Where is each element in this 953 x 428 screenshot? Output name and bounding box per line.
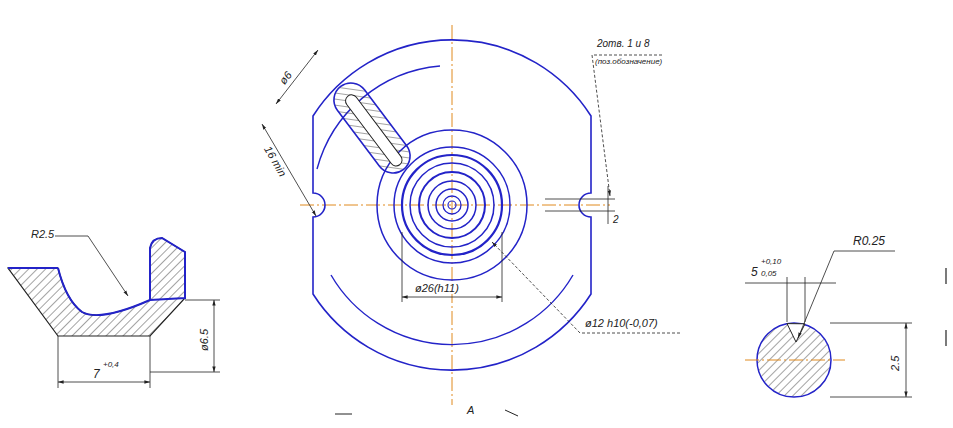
- front-view: [505, 410, 518, 416]
- dimension-label: 2: [612, 214, 620, 225]
- profile-section: [58, 382, 150, 383]
- profile-section: [8, 267, 58, 269]
- front-view: [343, 92, 404, 168]
- detail-section: [787, 277, 788, 322]
- dimension-label: +0,4: [102, 361, 120, 370]
- profile-section: [150, 336, 151, 388]
- front-view: [419, 172, 485, 238]
- front-view: [402, 155, 502, 255]
- dimension-label: 7: [92, 368, 101, 381]
- front-view: [452, 25, 453, 405]
- detail-section: [745, 360, 845, 361]
- profile-section: [150, 238, 185, 300]
- front-view: [502, 232, 503, 302]
- dimension-label: 0,05: [760, 270, 778, 279]
- front-view: [436, 189, 468, 221]
- detail-section: [906, 323, 907, 397]
- front-view: [262, 124, 316, 216]
- dimension-label: 5: [750, 266, 759, 279]
- dimension-label: 16 min: [262, 143, 290, 179]
- profile-section: [58, 268, 150, 315]
- front-view: [545, 199, 615, 200]
- front-view: [300, 205, 610, 206]
- front-view: [262, 25, 680, 416]
- front-view: [545, 211, 615, 212]
- front-view: [327, 76, 417, 180]
- front-view: [448, 201, 456, 209]
- front-view: [402, 297, 502, 298]
- profile-section: [8, 238, 185, 336]
- dimension-label: ø6.5: [198, 328, 210, 352]
- dimension-label: 2.5: [889, 355, 901, 372]
- front-view: [327, 76, 417, 180]
- front-view: [394, 147, 510, 263]
- front-view: [402, 232, 403, 302]
- profile-section: [214, 300, 215, 372]
- detail-section: [745, 251, 946, 397]
- detail-section: [805, 277, 806, 322]
- detail-section: [945, 330, 946, 346]
- dimension-label: 2отв. 1 и 8: [596, 38, 650, 49]
- front-view: [428, 181, 476, 229]
- profile-section: [150, 372, 220, 373]
- front-view: [331, 275, 573, 345]
- detail-section: [745, 283, 836, 284]
- dimension-label: R2.5: [30, 228, 55, 240]
- profile-section: [58, 336, 59, 388]
- detail-section: [798, 251, 895, 338]
- front-view: [313, 40, 591, 370]
- front-view: [276, 50, 318, 104]
- front-view: [443, 196, 461, 214]
- front-view: [335, 414, 352, 415]
- detail-section: [830, 323, 912, 324]
- dimension-label: ø26(h11): [414, 282, 460, 294]
- detail-section: [787, 324, 805, 342]
- detail-section: [945, 268, 946, 284]
- dimension-label: (поз.обозначение): [594, 58, 663, 67]
- dimension-label: ø12 h10(-0,07): [584, 317, 659, 329]
- profile-section: [8, 236, 220, 388]
- dimension-label: R0.25: [852, 235, 886, 248]
- front-view: [492, 242, 680, 333]
- dimension-label: ø6: [276, 68, 295, 87]
- dimension-label: +0,10: [760, 258, 782, 267]
- front-view: [608, 186, 609, 224]
- profile-section: [55, 236, 128, 296]
- front-view: [410, 163, 494, 247]
- profile-section: [185, 300, 220, 301]
- front-view: [592, 55, 662, 196]
- dimension-label: А: [466, 404, 475, 416]
- detail-section: [830, 397, 912, 398]
